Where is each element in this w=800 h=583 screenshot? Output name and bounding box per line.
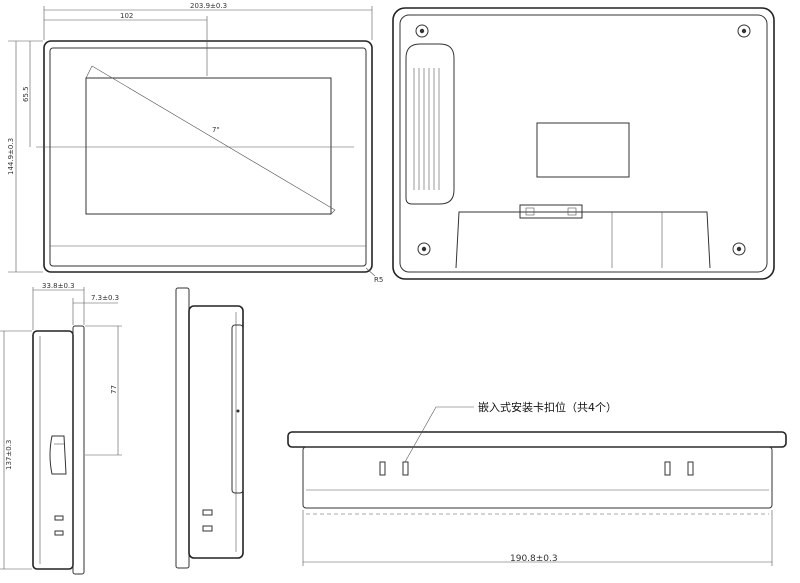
- radius-leader: [365, 267, 376, 277]
- screw-hole: [415, 24, 429, 38]
- terminal-slot: [202, 509, 213, 516]
- side-body: [188, 305, 244, 559]
- display-diagonal-cap: [85, 65, 93, 79]
- cutout-height-label: 137±0.3: [5, 440, 13, 470]
- terminal-slot: [202, 525, 213, 532]
- snap-clip-callout: 嵌入式安装卡扣位（共4个）: [478, 400, 617, 414]
- side-body: [32, 330, 74, 570]
- display-diagonal: [91, 65, 336, 211]
- terminal-slot: [54, 530, 64, 536]
- rear-outer-frame: [392, 7, 775, 280]
- rear-view: [392, 7, 775, 280]
- sd-card-slot: [49, 435, 67, 475]
- connector-pin: [525, 207, 535, 216]
- side-view-left: 33.8±0.3 7.3±0.3 137±0.3 77: [0, 282, 122, 575]
- vent-slots: [413, 68, 440, 190]
- cutout-width-label: 190.8±0.3: [510, 554, 558, 564]
- side-view-right: [175, 287, 244, 569]
- screw-hole: [417, 242, 431, 256]
- radius-label: R5: [374, 276, 383, 284]
- display-area: [85, 77, 332, 215]
- half-height-label: 65.5: [22, 86, 30, 102]
- connector-port: [519, 204, 583, 219]
- overall-height-label: 144.9±0.3: [7, 138, 15, 175]
- bottom-bezel: [287, 431, 787, 448]
- bottom-body: [302, 446, 773, 509]
- front-inner-frame: [49, 47, 367, 267]
- screw-hole: [732, 242, 746, 256]
- bottom-view: 嵌入式安装卡扣位（共4个） 190.8±0.3: [287, 400, 787, 566]
- side-indicator: [236, 409, 240, 413]
- callout-leader: [404, 406, 474, 463]
- snap-clip-slot: [687, 461, 694, 476]
- bezel-thickness-label: 7.3±0.3: [91, 294, 119, 302]
- slot-offset-label: 77: [110, 385, 118, 394]
- front-view: 7" 203.9±0.3 102 144.9±0.3 65.5 R5: [7, 2, 383, 284]
- snap-clip-slot: [664, 461, 671, 476]
- snap-clip-slot: [379, 461, 386, 476]
- screw-hole: [737, 24, 751, 38]
- overall-width-label: 203.9±0.3: [190, 2, 227, 10]
- vent-panel: [405, 43, 455, 205]
- center-offset-label: 102: [120, 12, 133, 20]
- rear-inner-frame: [399, 14, 768, 273]
- snap-clip-slot: [402, 461, 409, 476]
- side-port-recess: [231, 324, 244, 494]
- label-area: [536, 122, 630, 178]
- display-diagonal-cap-2: [330, 209, 336, 215]
- connector-housing: [455, 211, 711, 269]
- depth-label: 33.8±0.3: [42, 282, 75, 290]
- side-bezel: [175, 287, 190, 569]
- diagonal-label: 7": [212, 126, 220, 134]
- connector-pin: [567, 207, 577, 216]
- side-bezel: [72, 325, 85, 575]
- front-outer-frame: [43, 40, 373, 273]
- terminal-slot: [54, 515, 64, 521]
